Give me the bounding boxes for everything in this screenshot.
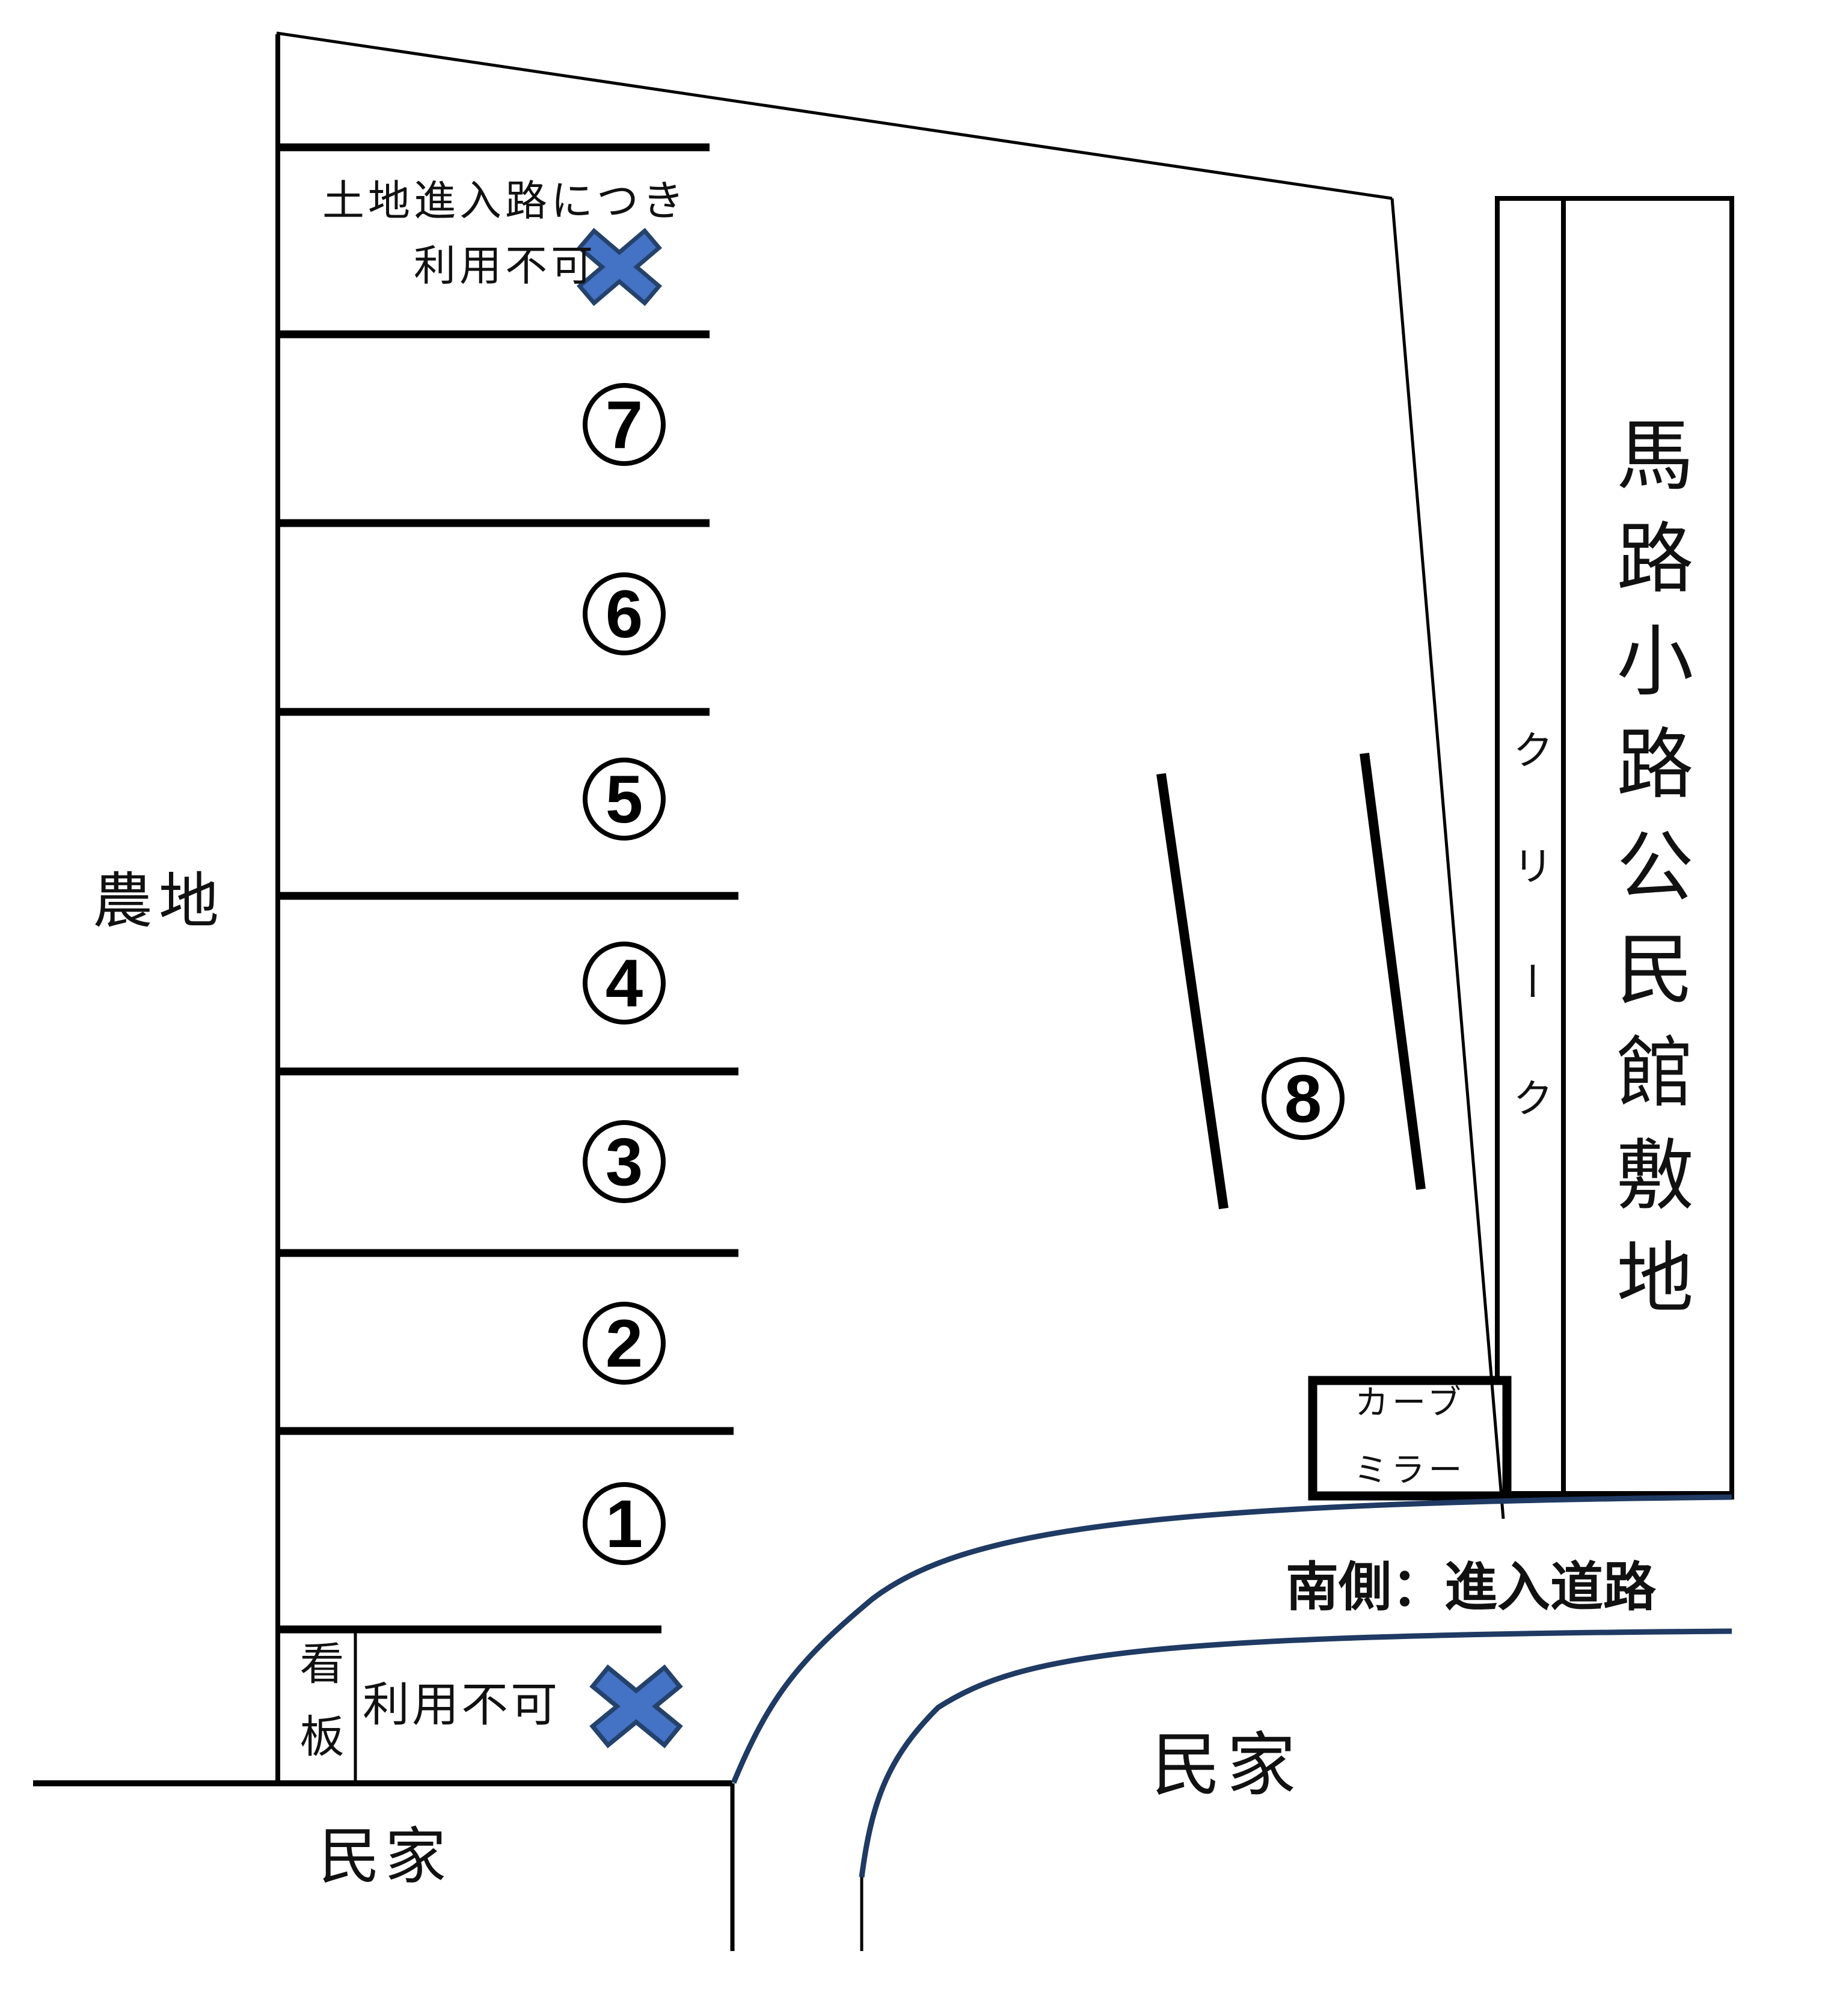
plot-right-slanted-border	[1390, 198, 1505, 1519]
signboard-label: 看板	[293, 1640, 342, 1786]
stall-5-marker: 5	[583, 758, 666, 841]
house-bottom-left-label: 民家	[319, 1824, 451, 1892]
curve-mirror-label-line2: ミラー	[1354, 1452, 1466, 1489]
plot-top-slanted-border	[276, 31, 1393, 200]
stall-2-marker: 2	[583, 1302, 666, 1385]
unavailable-x-icon	[589, 1664, 683, 1748]
stall-4-marker: 4	[583, 942, 666, 1025]
creek-label: クリーク	[1506, 729, 1552, 1193]
creek-strip-outline	[1495, 196, 1566, 1498]
stall-3-marker: 3	[583, 1120, 666, 1203]
stall-8-stripe-right	[1360, 752, 1426, 1190]
south-access-road-label: 南側：進入道路	[1285, 1557, 1656, 1617]
road-upper-edge-curve	[731, 1494, 1732, 1784]
stall-8-marker: 8	[1262, 1057, 1345, 1140]
curve-mirror-label-line1: カーブ	[1355, 1385, 1465, 1422]
unavailable-note-label: 利用不可	[362, 1679, 560, 1731]
top-space-note-line2: 利用不可	[414, 244, 597, 290]
stall-6-marker: 6	[583, 572, 666, 655]
farmland-label: 農地	[93, 868, 225, 935]
top-space-note-line1: 土地進入路につき	[322, 179, 688, 225]
curve-mirror-box	[1308, 1376, 1512, 1501]
road-lower-edge-curve	[859, 1628, 1732, 1878]
stall-7-marker: 7	[583, 383, 666, 466]
unavailable-x-icon	[576, 227, 663, 307]
house-right-label: 民家	[1151, 1727, 1302, 1804]
community-center-label: 馬路小路公民館敷地	[1605, 415, 1690, 1340]
community-center-outline	[1561, 196, 1734, 1498]
stall-1-marker: 1	[583, 1482, 666, 1565]
stall-8-stripe-left	[1156, 773, 1228, 1210]
